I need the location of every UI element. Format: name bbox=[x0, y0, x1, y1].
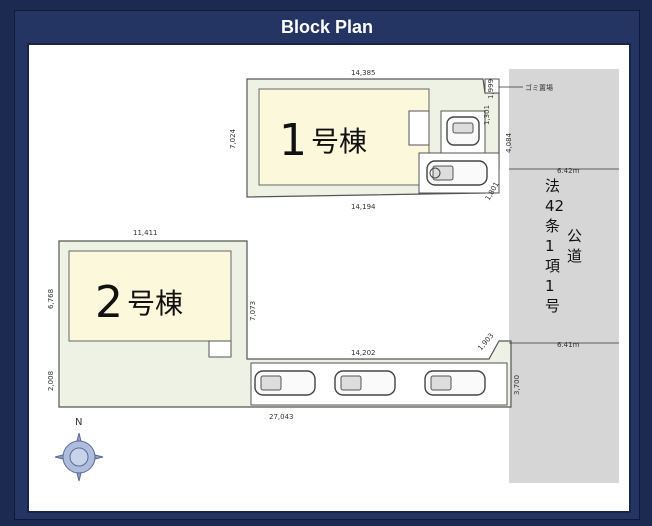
svg-text:4,084: 4,084 bbox=[505, 132, 513, 153]
svg-text:条: 条 bbox=[545, 217, 560, 235]
svg-text:1: 1 bbox=[545, 237, 555, 255]
svg-text:道: 道 bbox=[567, 247, 582, 265]
svg-text:7,024: 7,024 bbox=[229, 128, 237, 149]
compass-north-label: N bbox=[75, 417, 82, 428]
plan-title: Block Plan bbox=[280, 17, 374, 37]
svg-text:1: 1 bbox=[545, 277, 555, 295]
svg-text:項: 項 bbox=[545, 257, 560, 275]
building-2-entry bbox=[208, 340, 232, 358]
svg-text:14,202: 14,202 bbox=[351, 349, 376, 357]
svg-text:1,301: 1,301 bbox=[483, 105, 491, 125]
svg-text:27,043: 27,043 bbox=[269, 413, 294, 421]
building-1-entry bbox=[408, 110, 430, 146]
garbage-label: ゴミ置場 bbox=[525, 83, 553, 92]
svg-text:14,194: 14,194 bbox=[351, 203, 376, 211]
block-plan-canvas: ゴミ置場 1 号棟 2 号棟 bbox=[27, 43, 631, 513]
garbage-area bbox=[484, 78, 500, 94]
car-icon bbox=[426, 160, 488, 186]
public-road bbox=[509, 69, 619, 483]
svg-text:14,385: 14,385 bbox=[351, 69, 376, 77]
svg-text:2,008: 2,008 bbox=[47, 371, 55, 391]
block-plan-drawing: ゴミ置場 1 号棟 2 号棟 bbox=[47, 69, 619, 483]
building-1-label: 号棟 bbox=[311, 125, 367, 158]
building-1-footprint bbox=[258, 88, 430, 186]
svg-text:6.42m: 6.42m bbox=[557, 167, 580, 175]
svg-text:3,700: 3,700 bbox=[513, 375, 521, 395]
building-2-label: 号棟 bbox=[127, 287, 183, 320]
car-icon bbox=[424, 370, 486, 396]
building-2-footprint bbox=[68, 250, 232, 342]
svg-text:1,999: 1,999 bbox=[487, 79, 495, 99]
car-icon bbox=[254, 370, 316, 396]
compass-icon: N bbox=[54, 417, 104, 482]
plan-frame: Block Plan ゴミ置場 bbox=[14, 10, 640, 520]
svg-text:公: 公 bbox=[567, 227, 582, 245]
svg-text:号: 号 bbox=[545, 297, 560, 315]
svg-text:42: 42 bbox=[545, 197, 564, 215]
svg-text:1,903: 1,903 bbox=[476, 332, 495, 352]
svg-text:7,073: 7,073 bbox=[249, 301, 257, 321]
road-label: 法 42 条 1 項 1 号 公 道 bbox=[545, 177, 582, 315]
svg-text:11,411: 11,411 bbox=[133, 229, 158, 237]
car-icon bbox=[334, 370, 396, 396]
building-2-number: 2 bbox=[95, 277, 123, 328]
svg-text:6,768: 6,768 bbox=[47, 289, 55, 309]
svg-text:法: 法 bbox=[545, 177, 560, 195]
svg-text:6.41m: 6.41m bbox=[557, 341, 580, 349]
building-1-number: 1 bbox=[279, 115, 307, 166]
car-icon bbox=[446, 116, 480, 146]
